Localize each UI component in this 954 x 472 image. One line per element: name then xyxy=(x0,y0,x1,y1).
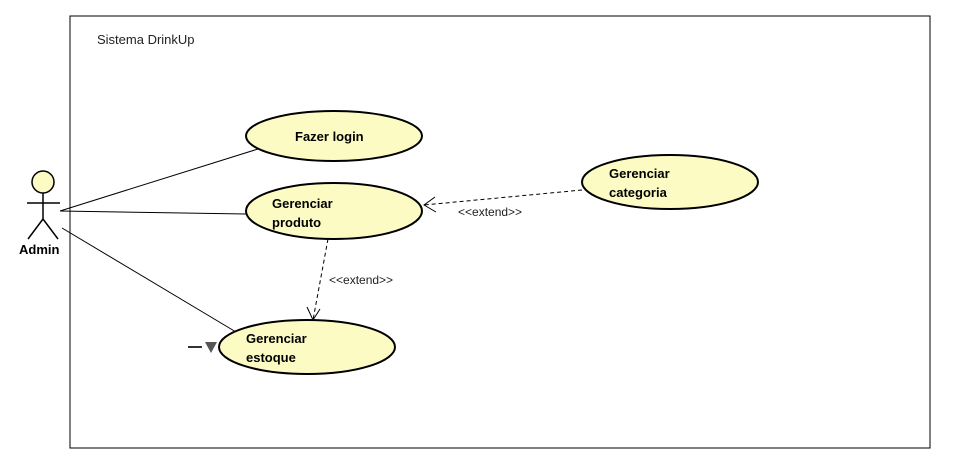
association-login xyxy=(59,148,259,212)
usecase-label-gerenciar-produto: Gerenciar produto xyxy=(272,196,333,230)
extend-line-categoria xyxy=(423,189,583,206)
usecase-gerenciar-categoria[interactable] xyxy=(581,154,759,210)
extend-label-estoque: <<extend>> xyxy=(329,273,394,287)
system-title: Sistema DrinkUp xyxy=(97,32,195,47)
extend-line-estoque xyxy=(312,238,329,321)
association-produto xyxy=(59,210,247,215)
usecase-gerenciar-produto[interactable] xyxy=(245,182,423,240)
usecase-label-gerenciar-estoque: Gerenciar estoque xyxy=(246,331,307,365)
usecase-label-fazer-login: Fazer login xyxy=(295,129,364,144)
actor-label: Admin xyxy=(19,242,60,257)
actor-head-icon xyxy=(31,170,55,194)
usecase-label-gerenciar-categoria: Gerenciar categoria xyxy=(609,166,670,200)
usecase-fazer-login[interactable] xyxy=(245,110,423,162)
extend-arrowhead-categoria xyxy=(423,196,437,213)
system-boundary xyxy=(69,15,931,449)
usecase-gerenciar-estoque[interactable] xyxy=(218,319,396,375)
actor-figure xyxy=(27,170,60,240)
marker-triangle-icon xyxy=(205,342,217,353)
association-estoque xyxy=(61,227,237,333)
extend-label-categoria: <<extend>> xyxy=(458,205,523,219)
